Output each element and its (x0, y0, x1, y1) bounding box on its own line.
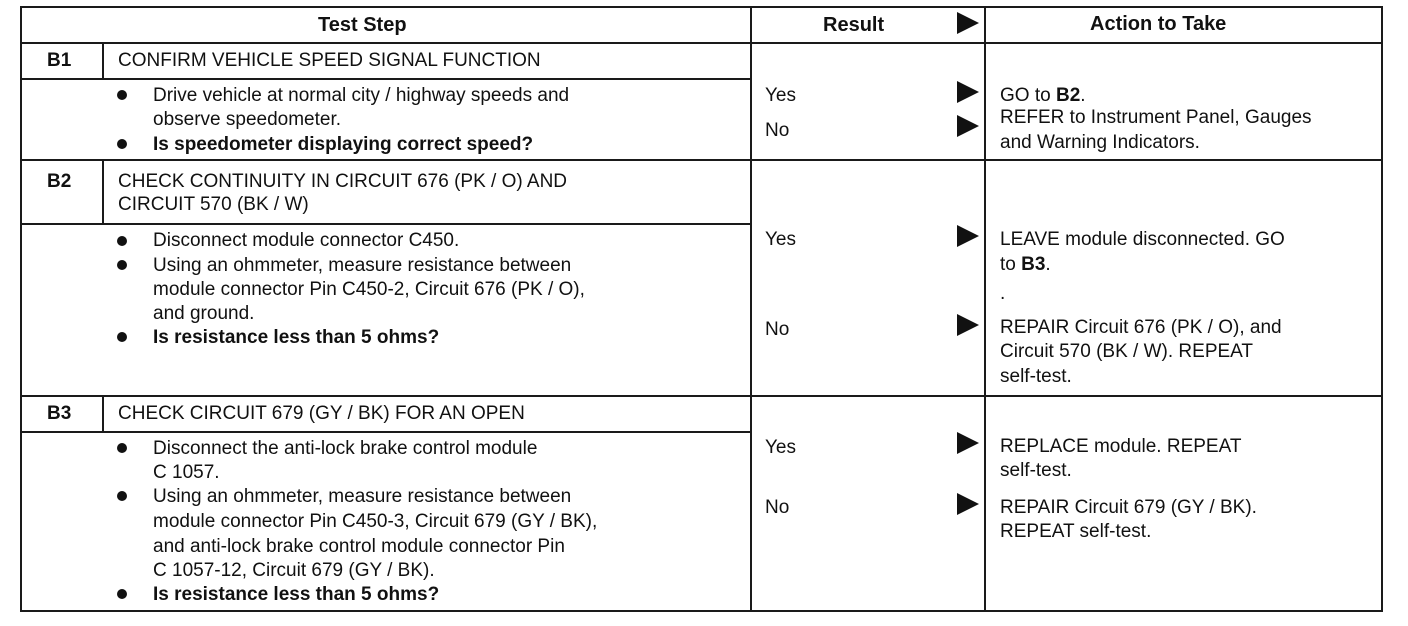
b1-result-no: No (765, 120, 790, 141)
row-divider-b2 (20, 159, 1382, 161)
b1-result-yes: Yes (765, 85, 796, 106)
b2-bullet-2-line-1: Using an ohmmeter, measure resistance be… (153, 255, 572, 276)
bullet-icon (117, 236, 127, 246)
b2-bullet-1: Disconnect module connector C450. (153, 230, 460, 251)
step-title-b2-line-2: CIRCUIT 570 (BK / W) (118, 194, 309, 215)
b1-bullet-1-line-2: observe speedometer. (153, 109, 342, 130)
b3-result-yes: Yes (765, 437, 796, 458)
bullet-icon (117, 260, 127, 270)
b3-no-arrow-icon (957, 493, 979, 515)
b3-question: Is resistance less than 5 ohms? (153, 584, 440, 605)
b2-title-divider (20, 223, 751, 225)
b1-question: Is speedometer displaying correct speed? (153, 134, 534, 155)
b3-bullet-1-line-2: C 1057. (153, 462, 220, 483)
b1-no-arrow-icon (957, 115, 979, 137)
header-action: Action to Take (1090, 13, 1227, 35)
b3-action-yes-line-1: REPLACE module. REPEAT (1000, 436, 1242, 457)
b2-action-no-line-2: Circuit 570 (BK / W). REPEAT (1000, 341, 1254, 362)
b1-id-divider (102, 42, 104, 80)
b2-bullet-2-line-2: module connector Pin C450-2, Circuit 676… (153, 279, 585, 300)
b2-id-divider (102, 159, 104, 225)
table-border-top (20, 6, 1382, 8)
b3-bullet-1-line-1: Disconnect the anti-lock brake control m… (153, 438, 538, 459)
table-border-left (20, 6, 22, 612)
row-divider-b3 (20, 395, 1382, 397)
b3-bullet-2-line-4: C 1057-12, Circuit 679 (GY / BK). (153, 560, 435, 581)
table-border-bottom (20, 610, 1382, 612)
result-column-divider (750, 6, 752, 612)
b3-bullet-2-line-1: Using an ohmmeter, measure resistance be… (153, 486, 572, 507)
bullet-icon (117, 90, 127, 100)
b2-action-no-line-3: self-test. (1000, 366, 1072, 387)
b2-no-arrow-icon (957, 314, 979, 336)
header-test-step: Test Step (318, 14, 407, 36)
b2-action-yes-line-2: to B3. (1000, 254, 1051, 275)
step-title-b1: CONFIRM VEHICLE SPEED SIGNAL FUNCTION (118, 50, 541, 71)
b3-yes-arrow-icon (957, 432, 979, 454)
b2-action-no-line-1: REPAIR Circuit 676 (PK / O), and (1000, 317, 1282, 338)
b3-result-no: No (765, 497, 790, 518)
b1-action-no-line-1: REFER to Instrument Panel, Gauges (1000, 107, 1312, 128)
step-id-b2: B2 (47, 171, 72, 192)
b3-bullet-2-line-2: module connector Pin C450-3, Circuit 679… (153, 511, 598, 532)
b1-bullet-1-line-1: Drive vehicle at normal city / highway s… (153, 85, 570, 106)
header-divider (20, 42, 1382, 44)
bullet-icon (117, 443, 127, 453)
b2-question: Is resistance less than 5 ohms? (153, 327, 440, 348)
step-id-b1: B1 (47, 50, 72, 71)
b3-title-divider (20, 431, 751, 433)
bullet-icon (117, 332, 127, 342)
action-column-divider (984, 6, 986, 612)
b3-id-divider (102, 395, 104, 433)
b2-result-yes: Yes (765, 229, 796, 250)
b1-action-no-line-2: and Warning Indicators. (1000, 132, 1200, 153)
b3-action-yes-line-2: self-test. (1000, 460, 1072, 481)
step-title-b2-line-1: CHECK CONTINUITY IN CIRCUIT 676 (PK / O)… (118, 171, 568, 192)
b3-action-no-line-1: REPAIR Circuit 679 (GY / BK). (1000, 497, 1257, 518)
step-title-b3: CHECK CIRCUIT 679 (GY / BK) FOR AN OPEN (118, 403, 525, 424)
b2-bullet-2-line-3: and ground. (153, 303, 255, 324)
step-id-b3: B3 (47, 403, 72, 424)
table-border-right (1381, 6, 1383, 612)
b1-action-yes: GO to B2. (1000, 85, 1086, 106)
b3-action-no-line-2: REPEAT self-test. (1000, 521, 1152, 542)
b2-yes-arrow-icon (957, 225, 979, 247)
bullet-icon (117, 139, 127, 149)
header-arrow-icon (957, 12, 979, 34)
b2-action-yes-line-1: LEAVE module disconnected. GO (1000, 229, 1285, 250)
bullet-icon (117, 589, 127, 599)
b2-result-no: No (765, 319, 790, 340)
b2-action-stray-mark: . (1000, 283, 1006, 304)
b1-title-divider (20, 78, 751, 80)
bullet-icon (117, 491, 127, 501)
b3-bullet-2-line-3: and anti-lock brake control module conne… (153, 536, 565, 557)
b1-yes-arrow-icon (957, 81, 979, 103)
header-result: Result (823, 14, 885, 36)
